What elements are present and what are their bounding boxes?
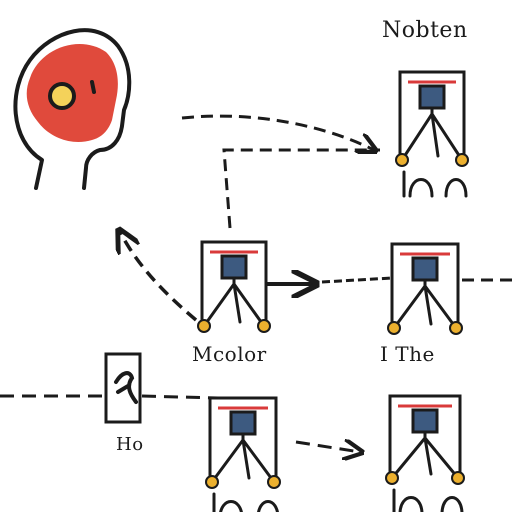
joint-node bbox=[206, 476, 218, 488]
robot-arm-bottom-right bbox=[386, 396, 464, 512]
joint-node bbox=[386, 472, 398, 484]
robot-label-motor: Mcolor bbox=[192, 342, 267, 366]
diagram-title-label: Nobten bbox=[382, 18, 468, 43]
dashes-middle-row bbox=[322, 278, 392, 282]
robot-arm-bottom bbox=[206, 398, 280, 512]
hand-label: Ho bbox=[116, 434, 144, 455]
motor-box-icon bbox=[413, 410, 437, 432]
joint-node bbox=[198, 320, 210, 332]
arrow-head-to-top-robot bbox=[182, 116, 374, 150]
robot-label-the: I The bbox=[380, 342, 435, 366]
motor-box-icon bbox=[222, 256, 246, 278]
motor-box-icon bbox=[413, 258, 437, 280]
robot-arm-middle bbox=[198, 242, 270, 332]
joint-node bbox=[258, 320, 270, 332]
hand-symbol-icon bbox=[106, 354, 140, 422]
joint-node bbox=[452, 472, 464, 484]
joint-node bbox=[268, 476, 280, 488]
robot-arm-top-right bbox=[396, 72, 468, 196]
arrow-robot-back-to-head bbox=[120, 232, 196, 320]
motor-box-icon bbox=[231, 412, 255, 434]
robot-arm-middle-right bbox=[388, 244, 462, 334]
joint-node bbox=[388, 322, 400, 334]
motor-box-icon bbox=[420, 86, 444, 108]
person-head-icon bbox=[15, 30, 129, 188]
joint-node bbox=[456, 154, 468, 166]
arrow-loop-to-top-robot bbox=[224, 150, 380, 228]
arrow-bottom-robots bbox=[296, 442, 360, 452]
joint-node bbox=[450, 322, 462, 334]
dashes-to-bottom-robot bbox=[142, 396, 218, 398]
joint-node bbox=[396, 154, 408, 166]
